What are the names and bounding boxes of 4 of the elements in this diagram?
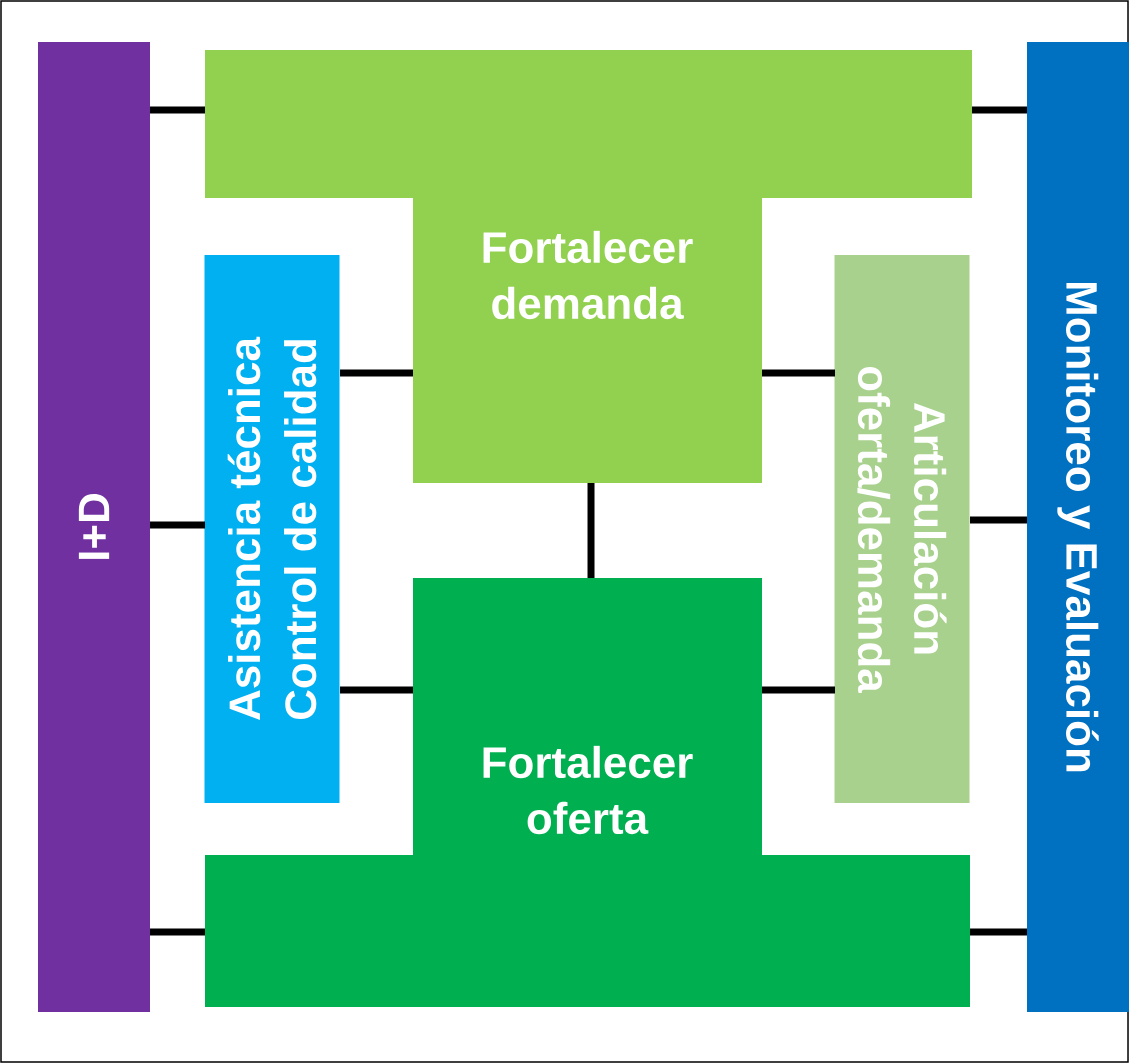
label-bar: Articulación oferta/demanda	[834, 255, 970, 803]
label-bar: I+D	[38, 42, 150, 1012]
label-bar: Monitoreo y Evaluación	[1027, 42, 1129, 1012]
label-bar: Asistencia técnica Control de calidad	[204, 255, 340, 803]
